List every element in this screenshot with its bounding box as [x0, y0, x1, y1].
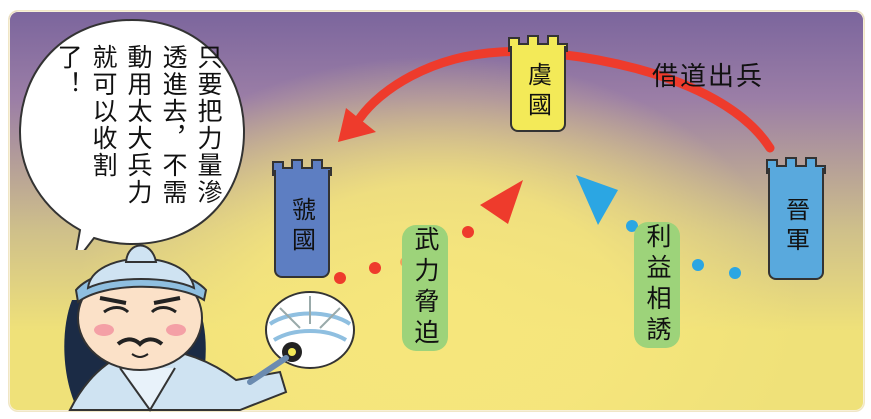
interest-dot — [692, 259, 704, 271]
speech-bubble-shape — [18, 18, 246, 265]
borrow-path-arrowhead — [338, 108, 376, 142]
speech-bubble: 只要把力量滲透進去，不需動用太大兵力就可以收割了！ — [14, 14, 250, 265]
force-label: 武力脅迫 — [402, 225, 448, 351]
fort-guo-label: 虢國 — [274, 170, 330, 278]
fort-yu-label: 虞國 — [510, 46, 566, 132]
force-dot — [369, 262, 381, 274]
borrow-route-label: 借道出兵 — [652, 62, 765, 92]
force-arrowhead — [480, 180, 523, 224]
interest-label: 利益相誘 — [634, 222, 680, 348]
fort-jin-label: 晉軍 — [768, 168, 824, 280]
interest-arrowhead — [576, 175, 618, 225]
force-dot — [462, 226, 474, 238]
interest-dot — [729, 267, 741, 279]
speech-text: 只要把力量滲透進去，不需動用太大兵力就可以收割了！ — [54, 44, 223, 206]
force-dot — [334, 272, 346, 284]
